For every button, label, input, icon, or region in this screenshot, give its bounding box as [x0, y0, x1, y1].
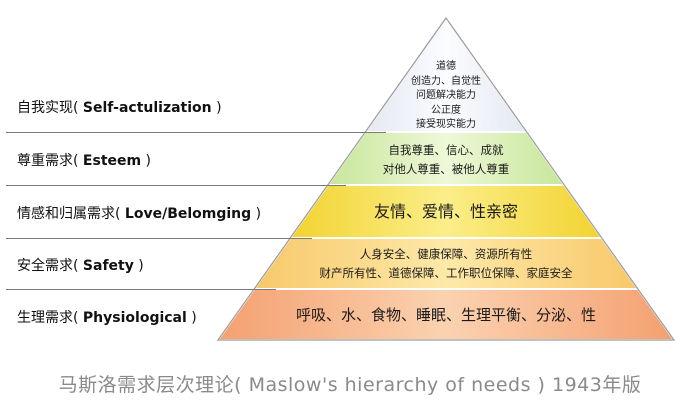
level-label-cn: 自我实现: [17, 100, 73, 116]
divider-line: [6, 289, 276, 290]
level-label-en: Love/Belomging: [124, 206, 252, 222]
tier-content-physiological: 呼吸、水、食物、睡眠、生理平衡、分泌、性: [296, 304, 596, 326]
content-line: 对他人尊重、被他人尊重: [382, 162, 510, 176]
content-line: 人身安全、健康保障、资源所有性: [359, 247, 533, 261]
content-line: 公正度: [431, 104, 461, 116]
pyramid-outline: [216, 16, 676, 341]
content-line: 财产所有性、道德保障、工作职位保障、家庭安全: [319, 266, 573, 280]
content-line: 问题解决能力: [416, 90, 476, 101]
level-label-cn: 情感和归属需求: [17, 206, 115, 222]
content-line: 呼吸、水、食物、睡眠、生理平衡、分泌、性: [295, 306, 597, 324]
divider-line: [6, 238, 312, 239]
tier-content-self-actualization: 道德 创造力、自觉性 问题解决能力 公正度 接受现实能力: [411, 60, 481, 133]
level-label-cn: 安全需求: [17, 258, 73, 274]
content-line: 自我尊重、信心、成就: [388, 143, 504, 157]
level-label-physiological: 生理需求( Physiological ): [17, 310, 197, 326]
level-label-love: 情感和归属需求( Love/Belomging ): [17, 206, 262, 222]
level-label-en: Self-actulization: [82, 100, 212, 116]
level-label-en: Esteem: [82, 153, 142, 169]
content-line: 接受现实能力: [416, 119, 476, 130]
level-label-en: Physiological: [82, 310, 187, 326]
content-line: 创造力、自觉性: [411, 75, 481, 87]
tier-content-safety: 人身安全、健康保障、资源所有性 财产所有性、道德保障、工作职位保障、家庭安全: [320, 245, 573, 283]
caption: 马斯洛需求层次理论( Maslow's hierarchy of needs )…: [58, 374, 642, 396]
tier-content-esteem: 自我尊重、信心、成就 对他人尊重、被他人尊重: [383, 141, 510, 179]
tier-content-love: 友情、爱情、性亲密: [374, 201, 518, 223]
level-label-cn: 尊重需求: [17, 153, 73, 169]
content-line: 道德: [436, 61, 456, 72]
level-label-en: Safety: [82, 258, 134, 274]
level-label-cn: 生理需求: [17, 310, 73, 326]
divider-line: [6, 185, 346, 186]
divider-line: [6, 132, 386, 133]
level-label-self-actualization: 自我实现( Self-actulization ): [17, 100, 222, 116]
level-label-safety: 安全需求( Safety ): [17, 258, 144, 274]
content-line: 友情、爱情、性亲密: [373, 202, 519, 221]
level-label-esteem: 尊重需求( Esteem ): [17, 153, 152, 169]
